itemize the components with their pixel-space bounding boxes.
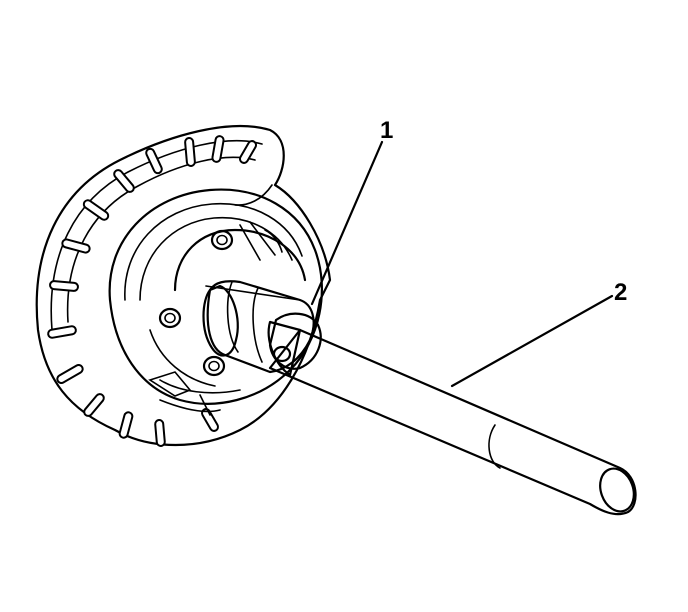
callout-1: 1 xyxy=(380,117,393,144)
axle-shaft xyxy=(202,280,637,516)
backing-plate xyxy=(35,124,332,447)
hub-studs xyxy=(158,229,292,377)
leader-line-1 xyxy=(310,140,384,306)
hub-assembly xyxy=(108,188,323,416)
leader-lines xyxy=(310,140,614,388)
callout-2: 2 xyxy=(614,279,627,306)
leader-line-2 xyxy=(450,294,614,388)
vent-slots xyxy=(47,135,257,447)
